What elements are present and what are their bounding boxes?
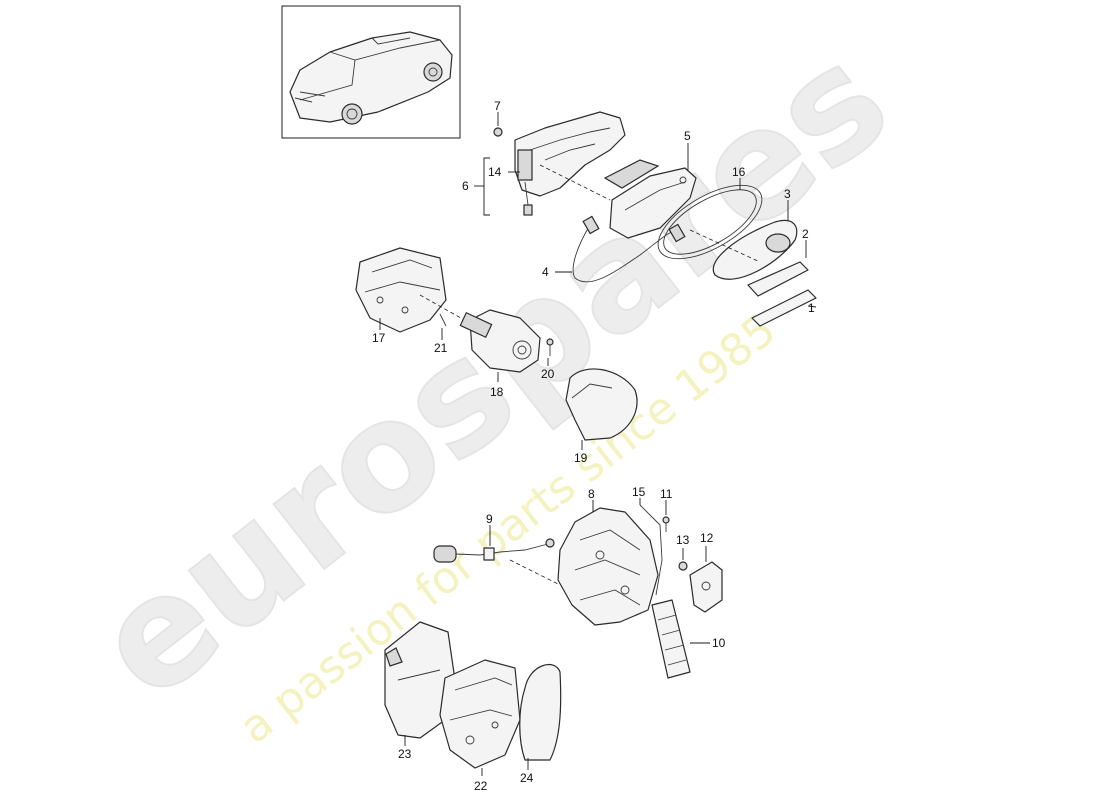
part-24-cover [519, 663, 562, 770]
callout-6: 6 [462, 179, 469, 193]
callout-2: 2 [802, 227, 809, 241]
callout-1: 1 [808, 301, 815, 315]
part-22-housing [439, 659, 521, 776]
callout-20: 20 [541, 367, 555, 381]
part-12-striker [689, 546, 723, 613]
part-10-grille [651, 599, 710, 679]
callout-15: 15 [632, 485, 646, 499]
callout-23: 23 [398, 747, 412, 761]
watermark-brand: eurospares [65, 12, 919, 733]
car-illustration [289, 31, 453, 125]
callout-19: 19 [574, 451, 588, 465]
part-11-screw [662, 500, 670, 532]
vehicle-thumbnail [281, 5, 461, 139]
part-21-pin [439, 313, 447, 340]
callout-labels: 1 2 3 4 5 6 7 8 9 10 11 12 13 14 15 16 1… [372, 99, 815, 793]
part-16-seal [657, 178, 763, 260]
callout-13: 13 [676, 533, 690, 547]
part-6-handle-carrier [514, 111, 626, 216]
bracket-6 [483, 157, 490, 216]
part-19-cap [565, 368, 638, 450]
callout-22: 22 [474, 779, 488, 793]
callout-8: 8 [588, 487, 595, 501]
callout-17: 17 [372, 331, 386, 345]
callout-3: 3 [784, 187, 791, 201]
callout-9: 9 [486, 512, 493, 526]
part-3-cover [689, 200, 798, 280]
callout-4: 4 [542, 265, 549, 279]
part-9-sensor [433, 525, 561, 586]
part-7-screw [493, 112, 503, 137]
part-5-door-handle [603, 143, 697, 239]
callout-14: 14 [488, 165, 502, 179]
part-18-motor [459, 309, 541, 382]
part-2-trim [747, 240, 809, 297]
callout-21: 21 [434, 341, 448, 355]
part-15-rod [639, 498, 663, 596]
callout-12: 12 [700, 531, 714, 545]
part-8-lock-body [557, 500, 659, 626]
callout-7: 7 [494, 99, 501, 113]
callout-16: 16 [732, 165, 746, 179]
part-1-strip [751, 289, 817, 327]
part-17-lock-housing [355, 247, 501, 341]
part-20-screw [546, 338, 554, 366]
part-4-cable [555, 215, 686, 283]
part-13-screw [678, 548, 688, 571]
callout-11: 11 [660, 487, 673, 501]
callout-5: 5 [684, 129, 691, 143]
callout-18: 18 [490, 385, 504, 399]
watermark: eurospares a passion for parts since 198… [64, 11, 920, 753]
callout-10: 10 [712, 636, 726, 650]
callout-24: 24 [520, 771, 534, 785]
